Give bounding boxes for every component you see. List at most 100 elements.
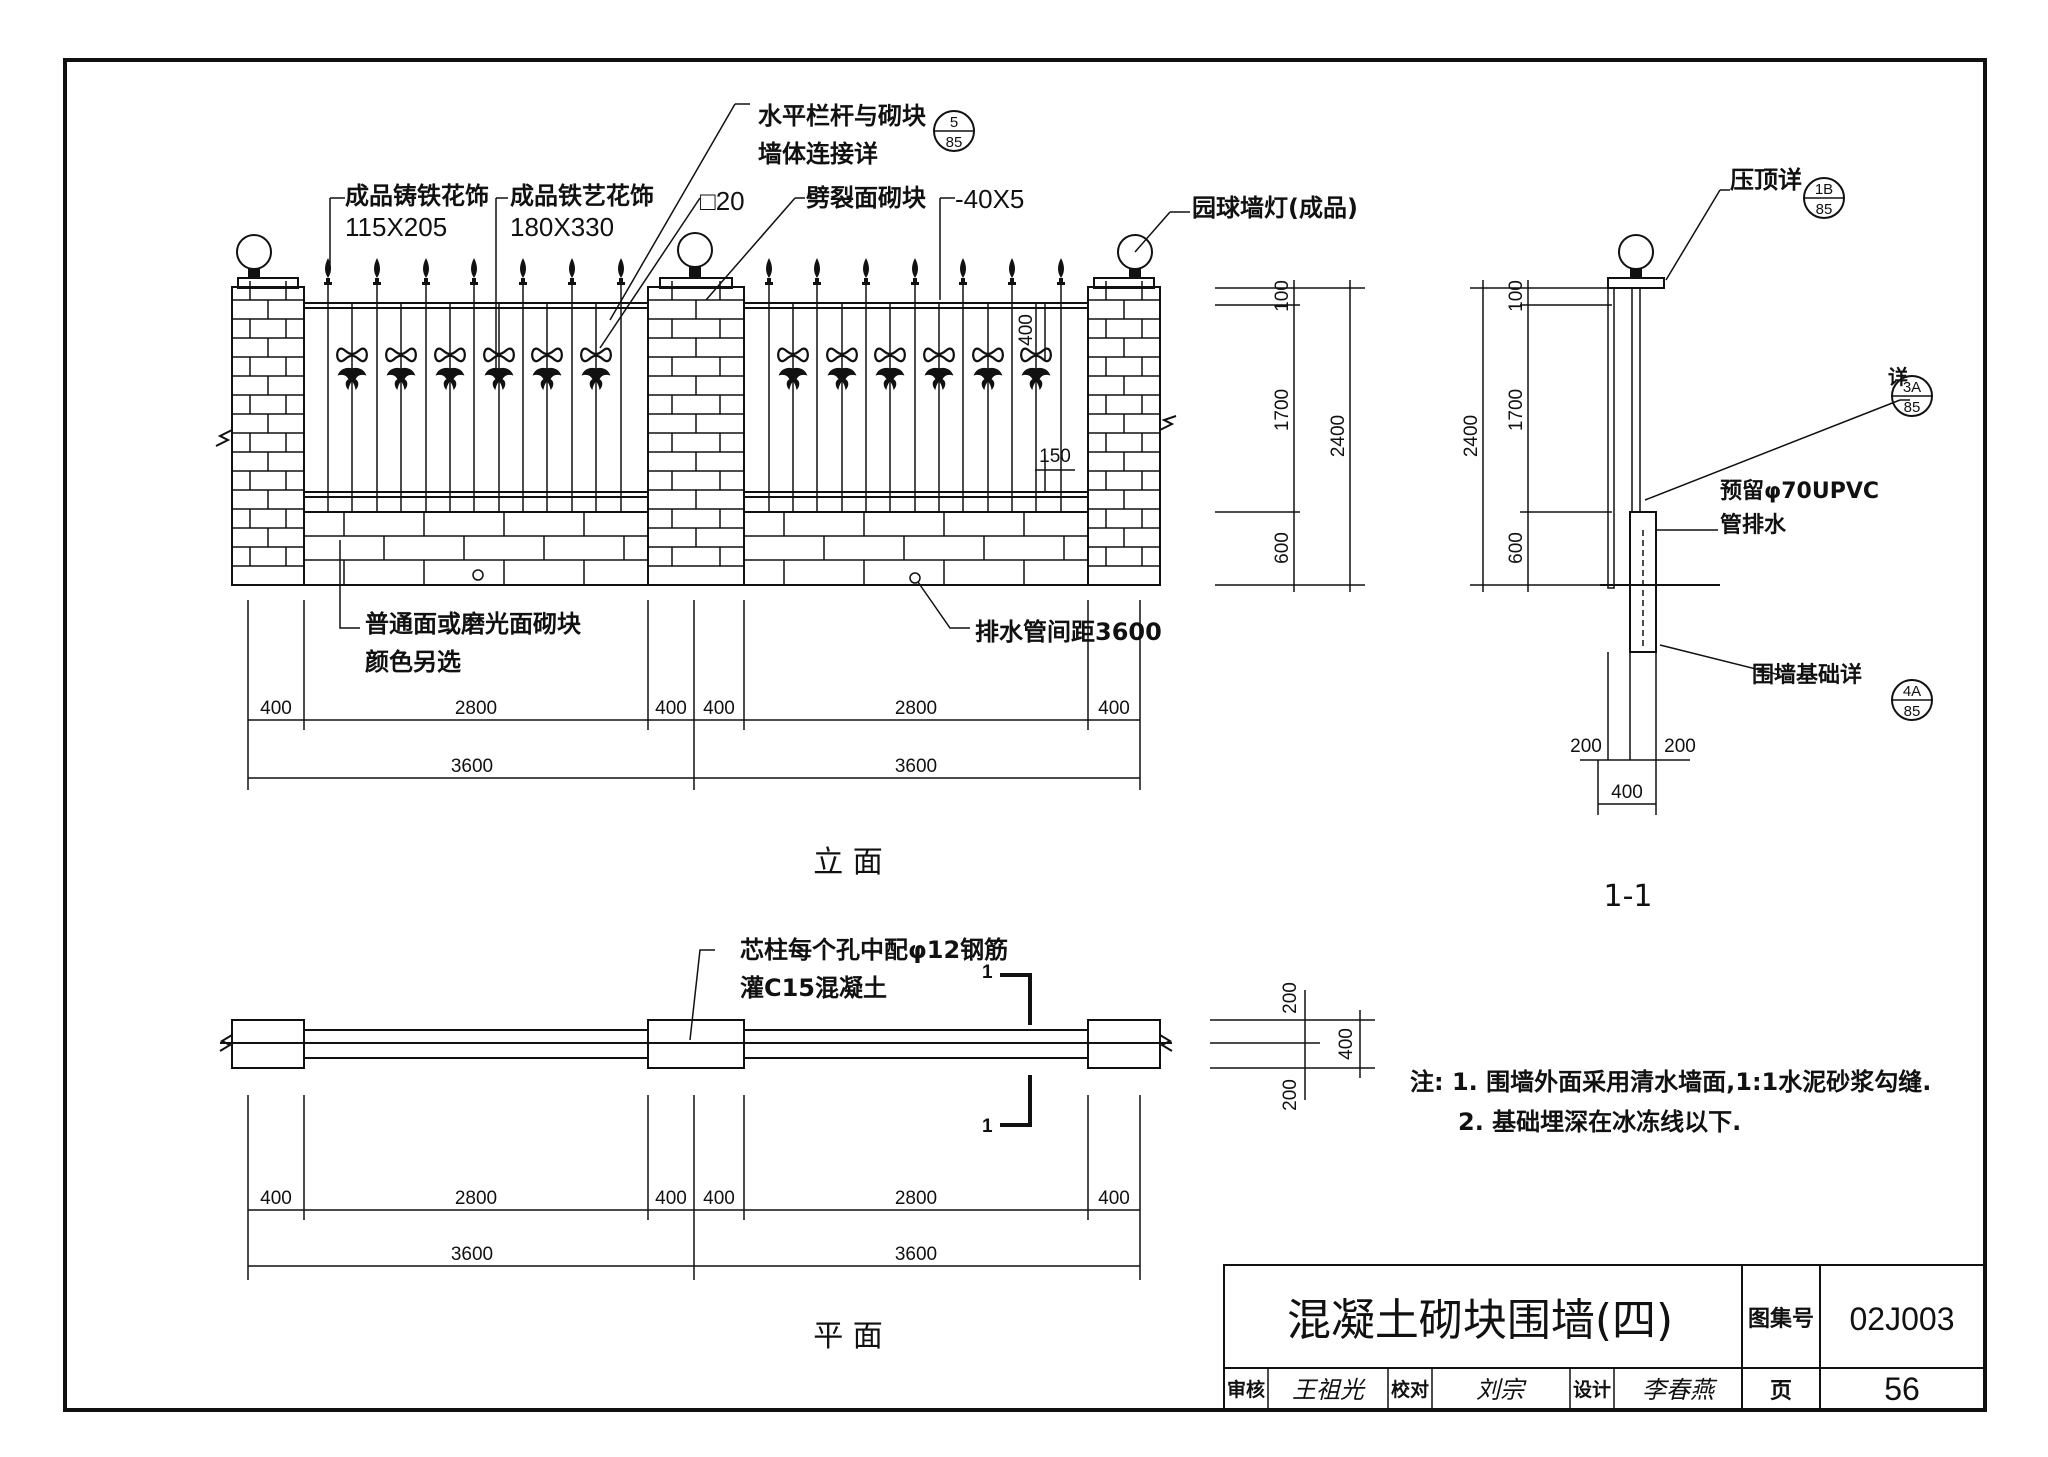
atlas-label: 图集号 — [1748, 1306, 1814, 1332]
spear-finial-icon — [1008, 258, 1016, 285]
title-block: 混凝土砌块围墙(四) 图集号 02J003 审核 王祖光 校对 刘宗 设计 李春… — [1223, 1264, 1986, 1411]
label-block-color: 颜色另选 — [365, 648, 461, 676]
dim-pw-200-top: 200 — [1280, 982, 1301, 1014]
elevation-view: 水平栏杆与砌块 墙体连接详 5 85 成品铸铁花饰 115X205 成品铁艺花饰… — [215, 102, 1358, 676]
sheet-border — [63, 58, 1987, 1412]
dim-p6: 400 — [1098, 1188, 1130, 1209]
label-pipe-1: 预留φ70UPVC — [1720, 478, 1879, 504]
label-split-face-block: 劈裂面砌块 — [806, 184, 926, 212]
label-cast-iron-size: 115X205 — [345, 212, 447, 242]
dim-pw-200-bottom: 200 — [1280, 1079, 1301, 1111]
spear-finial-icon — [813, 258, 821, 285]
spear-finial-icon — [324, 258, 332, 285]
label-drain-spacing: 排水管间距3600 — [975, 618, 1162, 646]
fence-pickets — [324, 258, 1065, 512]
cap-right — [1093, 277, 1155, 289]
detail-ref-coping-icon: 1B 85 — [1803, 177, 1845, 219]
dim-sh-100: 100 — [1506, 280, 1527, 312]
dim-h-100: 100 — [1272, 280, 1293, 312]
dim-e1: 400 — [260, 698, 292, 719]
page-value: 56 — [1884, 1371, 1920, 1407]
label-pipe-2: 管排水 — [1720, 512, 1787, 538]
dim-sh-1700: 1700 — [1506, 389, 1527, 431]
lamp-right-icon — [1117, 234, 1153, 278]
design-label: 设计 — [1573, 1379, 1611, 1401]
label-core-note-2: 灌C15混凝土 — [740, 974, 887, 1002]
note-line-1: 注: 1. 围墙外面采用清水墙面,1:1水泥砂浆勾缝. — [1410, 1068, 1931, 1096]
dim-h-2400: 2400 — [1328, 415, 1349, 457]
svg-text:85: 85 — [1816, 201, 1833, 218]
elevation-dimensions: 400 2800 400 400 2800 400 3600 3600 — [247, 600, 1141, 790]
design-signature: 李春燕 — [1642, 1376, 1718, 1404]
cut-mark-top: 1 — [982, 962, 993, 983]
plan-width-dimensions: 200 200 400 — [1210, 982, 1375, 1111]
svg-text:1B: 1B — [1815, 181, 1833, 198]
plan-pillar-middle — [647, 1019, 745, 1069]
dim-e2: 2800 — [455, 698, 497, 719]
dim-p7: 3600 — [451, 1244, 493, 1265]
label-square-bar: □20 — [700, 186, 745, 216]
review-signature: 王祖光 — [1292, 1376, 1366, 1404]
dim-p3: 400 — [655, 1188, 687, 1209]
section-view: 压顶详 1B 85 详 3A 85 预留φ70UPVC 管排水 围墙基础详 4A… — [1461, 166, 1933, 815]
spear-finial-icon — [470, 258, 478, 285]
spear-finial-icon — [519, 258, 527, 285]
elevation-height-dimensions: 100 1700 600 2400 — [1215, 280, 1365, 592]
page-label: 页 — [1770, 1379, 1792, 1404]
plan-view: 芯柱每个孔中配φ12钢筋 灌C15混凝土 1 1 — [219, 936, 1173, 1137]
drain-hole-icon — [472, 569, 484, 581]
svg-text:4A: 4A — [1903, 683, 1921, 700]
svg-text:3A: 3A — [1903, 379, 1921, 396]
svg-text:85: 85 — [1904, 703, 1921, 720]
base-wall-left — [303, 511, 649, 586]
dim-p1: 400 — [260, 1188, 292, 1209]
detail-ref-foundation-icon: 4A 85 — [1891, 679, 1933, 721]
label-normal-block: 普通面或磨光面砌块 — [365, 610, 581, 638]
spear-finial-icon — [617, 258, 625, 285]
svg-text:85: 85 — [946, 134, 963, 151]
detail-ref-section-icon: 3A 85 — [1891, 375, 1933, 417]
spear-finial-icon — [862, 258, 870, 285]
review-label: 审核 — [1227, 1378, 1265, 1401]
dim-s-400: 400 — [1611, 782, 1643, 803]
label-foundation-detail: 围墙基础详 — [1752, 662, 1862, 688]
dim-sh-600: 600 — [1506, 532, 1527, 564]
label-iron-art: 成品铁艺花饰 — [510, 182, 654, 210]
detail-ref-rail-icon: 5 85 — [933, 110, 975, 152]
dim-e4: 400 — [703, 698, 735, 719]
label-ball-lamp: 园球墙灯(成品) — [1192, 194, 1358, 222]
note-line-2: 2. 基础埋深在冰冻线以下. — [1458, 1108, 1741, 1136]
plan-dimensions: 400 2800 400 400 2800 400 3600 3600 — [247, 1095, 1141, 1280]
dim-e8: 3600 — [895, 756, 937, 777]
plan-pillar-left — [231, 1019, 305, 1069]
plan-pillar-right — [1087, 1019, 1161, 1069]
label-rail-detail-1: 水平栏杆与砌块 — [758, 102, 926, 130]
section-title: 1-1 — [1604, 879, 1653, 914]
dim-p2: 2800 — [455, 1188, 497, 1209]
spear-finial-icon — [1057, 258, 1065, 285]
label-coping-detail: 压顶详 — [1730, 166, 1802, 194]
lamp-left-icon — [236, 234, 272, 278]
label-cast-iron: 成品铸铁花饰 — [345, 182, 489, 210]
plan-title: 平 面 — [813, 1319, 883, 1354]
dim-150: 150 — [1039, 446, 1071, 467]
spear-finial-icon — [568, 258, 576, 285]
dim-p5: 2800 — [895, 1188, 937, 1209]
label-iron-art-size: 180X330 — [510, 212, 614, 242]
dim-s-200-right: 200 — [1664, 736, 1696, 757]
svg-text:85: 85 — [1904, 399, 1921, 416]
spear-finial-icon — [373, 258, 381, 285]
dim-p4: 400 — [703, 1188, 735, 1209]
dim-pw-400: 400 — [1336, 1028, 1357, 1060]
cut-mark-bottom: 1 — [982, 1116, 993, 1137]
label-core-note-1: 芯柱每个孔中配φ12钢筋 — [740, 936, 1008, 964]
dim-e5: 2800 — [895, 698, 937, 719]
dim-h-1700: 1700 — [1272, 389, 1293, 431]
label-rail-detail-2: 墙体连接详 — [758, 140, 878, 168]
cap-left — [237, 277, 299, 289]
elevation-title: 立 面 — [813, 845, 883, 880]
dim-s-200-left: 200 — [1570, 736, 1602, 757]
dim-e3: 400 — [655, 698, 687, 719]
spear-finial-icon — [911, 258, 919, 285]
